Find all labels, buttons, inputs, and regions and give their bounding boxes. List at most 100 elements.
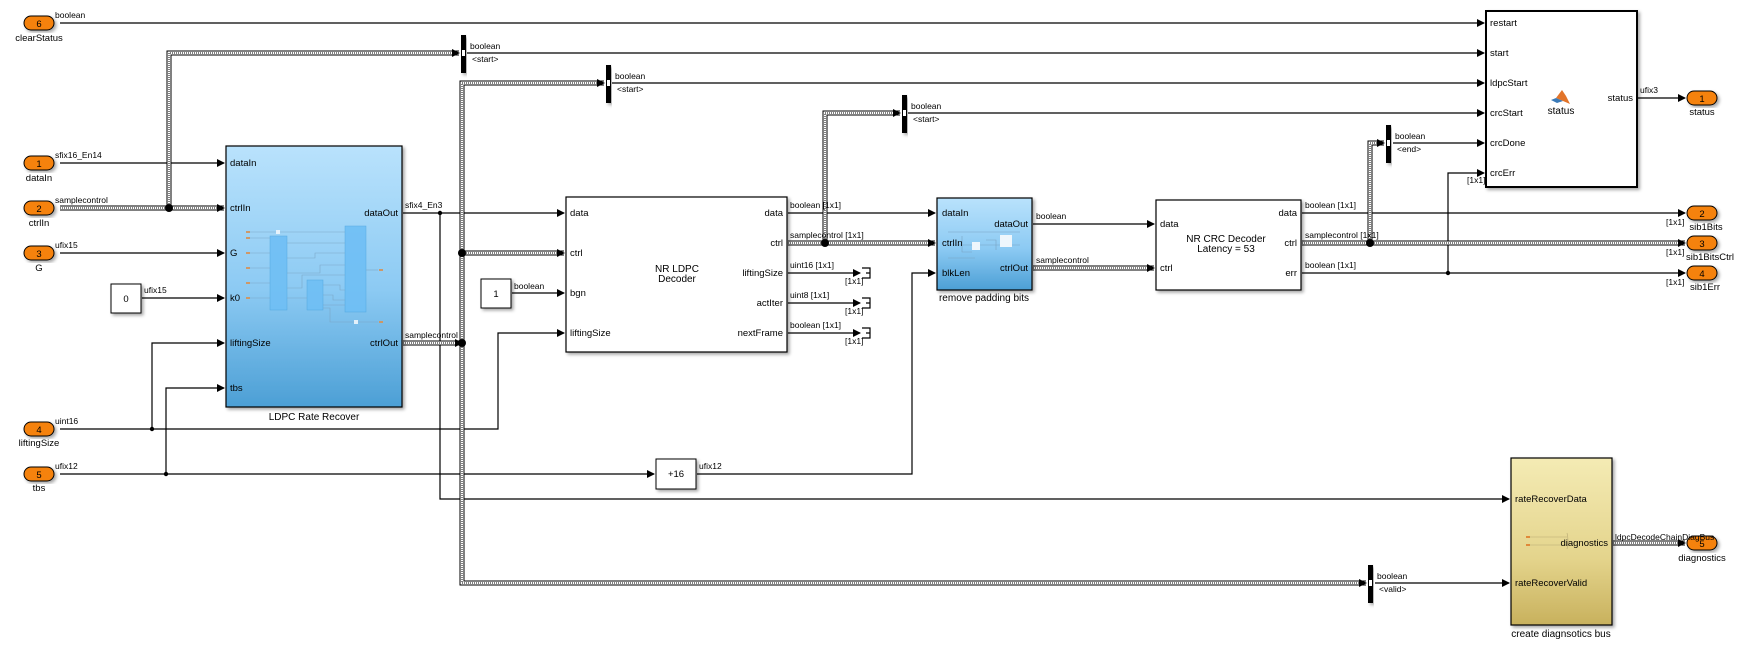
bus-to-ldpc-ctrl[interactable] [462,249,565,257]
bus-selector-start-3[interactable]: boolean <start> [902,95,942,133]
outport-4[interactable]: 4 sib1Err [1x1] [1666,265,1720,293]
bus-selector-valid[interactable]: boolean <valid> [1368,565,1408,603]
bias-value: +16 [668,469,684,480]
block-title: status [1548,106,1575,117]
inport-name: clearStatus [15,33,63,44]
create-diagnostics-bus-block[interactable]: rateRecoverData rateRecoverValid diagnos… [1510,457,1613,640]
terminator-actIter[interactable]: [1x1] [845,297,871,316]
signal-type-label: boolean [470,41,501,51]
selected-signal-label: <start> [472,54,498,64]
signal-type-label: boolean [55,10,86,20]
signal-type-label: boolean [1377,571,1408,581]
remove-padding-bits-block[interactable]: dataIn ctrlIn blkLen dataOut ctrlOut rem… [936,197,1033,304]
dimension-label: [1x1] [1666,217,1684,227]
inport-6[interactable]: 6 clearStatus boolean [15,10,85,44]
terminator-nextFrame[interactable]: [1x1] [845,327,871,346]
outport-name: sib1BitsCtrl [1686,252,1734,263]
port-label: rateRecoverValid [1515,578,1587,589]
inport-name: ctrlIn [29,218,50,229]
port-label: data [1279,208,1298,219]
line-blkLen[interactable] [697,269,936,475]
bus-lines [60,49,1686,587]
constant-k0[interactable]: 0 ufix15 [110,283,167,314]
inport-number: 5 [36,470,41,481]
dimension-label: [1x1] [1666,247,1684,257]
signal-type-label: boolean [1x1] [1305,200,1356,210]
inport-1[interactable]: 1 dataIn sfix16_En14 [23,150,102,184]
inport-name: dataIn [26,173,52,184]
signal-type-label: boolean [1395,131,1426,141]
block-title: NR LDPC [655,264,699,275]
block-title: Decoder [658,274,696,285]
bus-to-selector-end[interactable] [1367,139,1385,243]
port-label: k0 [230,293,240,304]
bus-to-selector-3[interactable] [822,109,901,243]
port-label: ctrlIn [230,203,251,214]
bus-to-selector-1[interactable] [166,49,460,208]
inport-3[interactable]: 3 G ufix15 [23,240,78,274]
line-rateRecoverData[interactable] [439,213,1510,503]
subsystem-preview-icon [1526,532,1569,550]
signal-type-label: uint16 [55,416,78,426]
inport-4[interactable]: 4 liftingSize uint16 [19,416,79,449]
line-tbs-branch[interactable] [165,384,225,474]
inport-2[interactable]: 2 ctrlIn samplecontrol [23,195,108,229]
port-label: dataOut [994,219,1028,230]
inport-number: 1 [36,159,41,170]
constant-bgn[interactable]: 1 boolean [480,278,545,309]
bus-crc-ctrl[interactable] [1302,239,1686,247]
constant-value: 1 [493,289,498,300]
bus-ctrlIn[interactable] [60,204,225,212]
selected-signal-label: <valid> [1379,584,1406,594]
outport-number: 5 [1699,539,1704,550]
outport-2[interactable]: 2 sib1Bits [1x1] [1666,205,1723,233]
inport-5[interactable]: 5 tbs ufix12 [23,461,78,494]
constant-value: 0 [123,294,128,305]
port-label: ctrlOut [370,338,398,349]
bus-selector-start-1[interactable]: boolean <start> [461,35,501,73]
outport-name: sib1Bits [1689,222,1723,233]
block-title: create diagnsotics bus [1511,629,1611,640]
port-label: liftingSize [230,338,271,349]
inport-number: 6 [36,19,41,30]
outport-3[interactable]: 3 sib1BitsCtrl [1x1] [1666,235,1734,263]
nr-crc-decoder-block[interactable]: data ctrl data ctrl err NR CRC Decoder L… [1155,199,1302,291]
port-label: ldpcStart [1490,78,1528,89]
junctions [149,204,1451,477]
port-label: rateRecoverData [1515,494,1588,505]
port-label: actIter [757,298,783,309]
signal-type-label: sfix16_En14 [55,150,102,160]
bus-rr-ctrlOut[interactable] [403,339,463,347]
port-label: diagnostics [1560,538,1608,549]
bus-diagnostics[interactable] [1613,539,1686,547]
subsystem-preview-icon [246,225,383,324]
line-crcErr[interactable] [1447,169,1485,273]
outport-number: 1 [1699,94,1704,105]
terminator-liftingSize[interactable]: [1x1] [845,267,871,286]
block-title: remove padding bits [939,293,1029,304]
outport-1[interactable]: 1 status ufix3 [1640,85,1718,118]
signal-type-label: uint16 [1x1] [790,260,834,270]
bus-selector-start-2[interactable]: boolean <start> [606,65,646,103]
port-label: tbs [230,383,243,394]
nr-ldpc-decoder-block[interactable]: data ctrl bgn liftingSize data ctrl lift… [565,196,788,353]
signal-type-label: samplecontrol [55,195,108,205]
signal-type-label: boolean [1x1] [790,200,841,210]
signal-type-label: samplecontrol [405,330,458,340]
bus-main-down[interactable] [459,343,1367,587]
line-liftingSize[interactable] [60,329,565,430]
port-label: liftingSize [570,328,611,339]
status-matlab-function-block[interactable]: restart start ldpcStart crcStart crcDone… [1485,10,1638,188]
bus-ldpc-ctrl[interactable] [788,239,936,247]
block-title: LDPC Rate Recover [269,412,360,423]
signal-type-label: ufix12 [699,461,722,471]
port-label: ctrl [570,248,583,259]
line-liftingSize-branch[interactable] [151,339,225,429]
bus-rp-ctrlOut[interactable] [1033,264,1155,272]
outport-5[interactable]: 5 diagnostics ldpcDecodeChainDiagBus [1615,532,1726,564]
ldpc-rate-recover-block[interactable]: dataIn ctrlIn G k0 liftingSize tbs dataO… [225,145,403,423]
bias-block[interactable]: +16 ufix12 [655,458,722,490]
port-label: restart [1490,18,1517,29]
bus-selector-end[interactable]: boolean <end> [1386,125,1426,163]
signal-type-label: boolean [1x1] [1305,260,1356,270]
